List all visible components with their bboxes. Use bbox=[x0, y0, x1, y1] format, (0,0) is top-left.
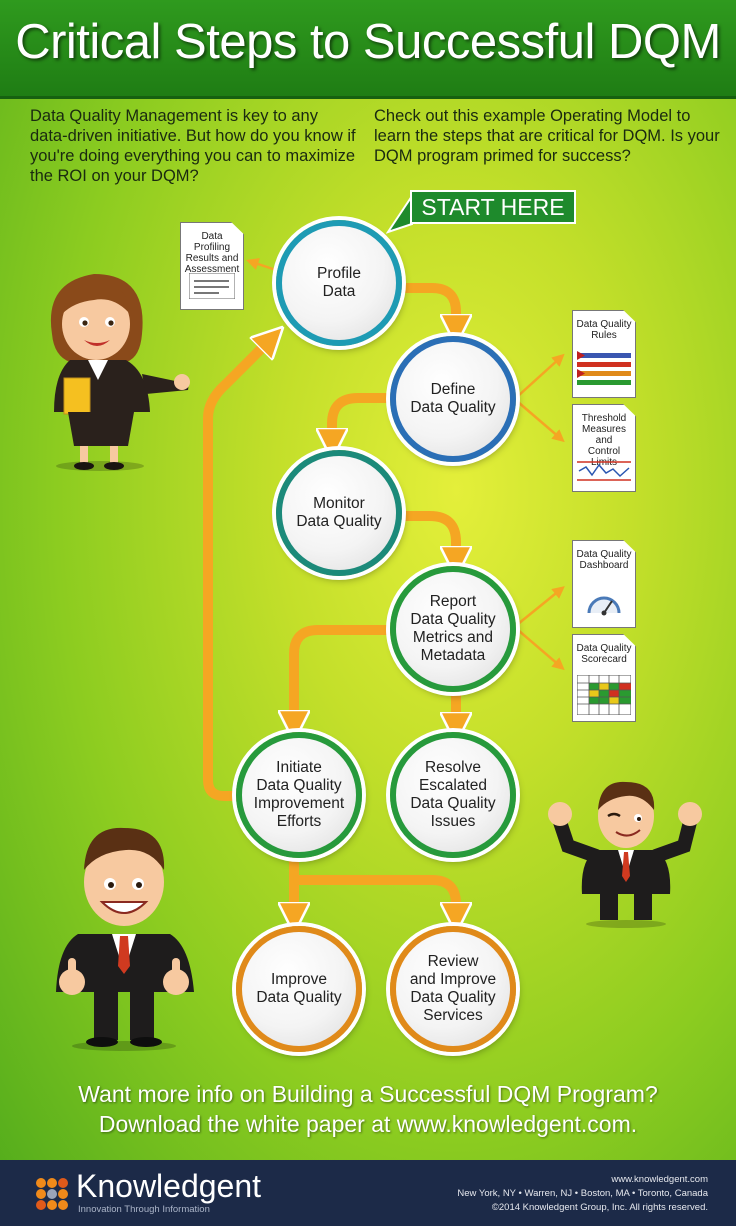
page-title: Critical Steps to Successful DQM bbox=[15, 15, 721, 69]
form-lines-icon bbox=[189, 273, 235, 299]
thumbs-up-man-illustration bbox=[56, 827, 194, 1051]
arrow-define-to-rules bbox=[517, 353, 565, 397]
step-label: Monitor Data Quality bbox=[296, 495, 382, 530]
gauge-icon bbox=[587, 596, 621, 616]
footer-locations: New York, NY • Warren, NJ • Boston, MA •… bbox=[457, 1188, 708, 1199]
arrow-profile-to-doc bbox=[246, 258, 277, 272]
arrow-define-to-monitor bbox=[332, 393, 393, 444]
step-initiate-improvement: Initiate Data Quality Improvement Effort… bbox=[236, 732, 362, 858]
doc-threshold-measures: Threshold Measures and Control Limits bbox=[572, 404, 636, 492]
arrow-define-to-threshold bbox=[517, 401, 565, 443]
title-banner: Critical Steps to Successful DQM bbox=[0, 0, 736, 99]
step-label: Initiate Data Quality Improvement Effort… bbox=[253, 759, 345, 830]
flexing-man-illustration bbox=[548, 781, 702, 928]
arrow-initiate-to-review bbox=[293, 875, 456, 918]
intro-text-left: Data Quality Management is key to any da… bbox=[30, 107, 356, 185]
knowledgent-logo-icon bbox=[36, 1178, 68, 1210]
step-improve-data-quality: Improve Data Quality bbox=[236, 926, 362, 1052]
cta-line-1: Want more info on Building a Successful … bbox=[78, 1081, 658, 1107]
step-label: Define Data Quality bbox=[410, 381, 496, 416]
footer-bar: Knowledgent Innovation Through Informati… bbox=[0, 1160, 736, 1226]
arrow-report-to-dashboard bbox=[517, 586, 565, 625]
step-monitor-data-quality: Monitor Data Quality bbox=[276, 450, 402, 576]
arrow-monitor-to-report bbox=[397, 511, 456, 562]
footer-website-link[interactable]: www.knowledgent.com bbox=[611, 1174, 708, 1185]
step-define-data-quality: Define Data Quality bbox=[390, 336, 516, 462]
arrow-report-to-scorecard bbox=[517, 629, 565, 671]
doc-data-quality-scorecard: Data Quality Scorecard bbox=[572, 634, 636, 722]
step-label: Improve Data Quality bbox=[256, 971, 342, 1006]
scorecard-grid-icon bbox=[577, 675, 631, 715]
brand-tagline: Innovation Through Information bbox=[78, 1204, 210, 1215]
arrow-profile-to-define bbox=[397, 283, 456, 330]
step-label: Profile Data bbox=[317, 265, 361, 300]
step-label: Resolve Escalated Data Quality Issues bbox=[410, 759, 496, 830]
brand-name: Knowledgent bbox=[76, 1168, 262, 1204]
businesswoman-illustration bbox=[50, 274, 190, 471]
intro-text-right: Check out this example Operating Model t… bbox=[374, 107, 720, 165]
step-resolve-issues: Resolve Escalated Data Quality Issues bbox=[390, 732, 516, 858]
start-here-label: START HERE bbox=[410, 190, 576, 224]
control-chart-icon bbox=[577, 461, 631, 481]
arrow-report-to-initiate bbox=[294, 625, 393, 726]
doc-data-quality-dashboard: Data Quality Dashboard bbox=[572, 540, 636, 628]
step-label: Review and Improve Data Quality Services bbox=[409, 953, 497, 1024]
doc-data-quality-rules: Data Quality Rules bbox=[572, 310, 636, 398]
arrow-initiate-to-profile bbox=[203, 338, 272, 801]
doc-label: Data Quality Rules bbox=[576, 319, 632, 341]
doc-label: Data Profiling Results and Assessment bbox=[184, 231, 240, 275]
footer-copyright: ©2014 Knowledgent Group, Inc. All rights… bbox=[491, 1202, 708, 1213]
step-profile-data: Profile Data bbox=[276, 220, 402, 346]
doc-label: Data Quality Dashboard bbox=[576, 549, 632, 571]
step-review-services: Review and Improve Data Quality Services bbox=[390, 926, 516, 1052]
cta-line-2[interactable]: Download the white paper at www.knowledg… bbox=[98, 1111, 638, 1137]
step-report-metrics: Report Data Quality Metrics and Metadata bbox=[390, 566, 516, 692]
doc-profiling-results: Data Profiling Results and Assessment bbox=[180, 222, 244, 310]
doc-label: Data Quality Scorecard bbox=[576, 643, 632, 665]
rules-bars-icon bbox=[577, 351, 631, 385]
flow-arrows bbox=[203, 258, 565, 1160]
step-label: Report Data Quality Metrics and Metadata bbox=[410, 593, 496, 664]
